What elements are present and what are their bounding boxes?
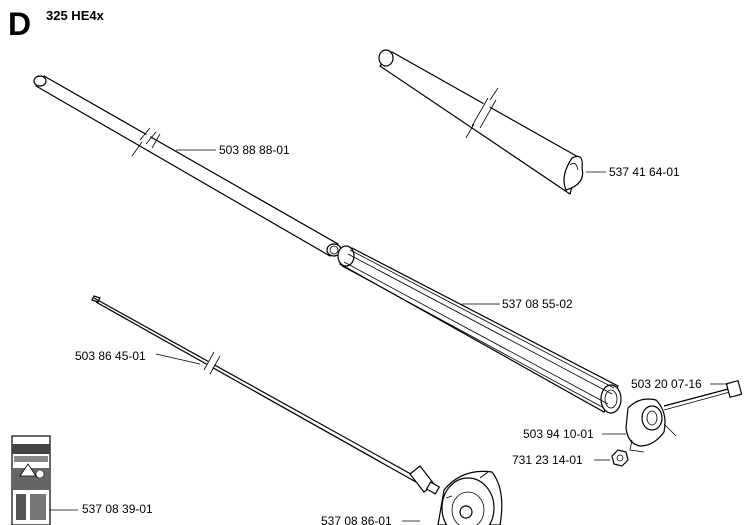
part-number-warning-decal[interactable]: 537 08 39-01 — [81, 502, 154, 516]
nut-drawing — [594, 449, 629, 467]
warning-decal-drawing — [11, 435, 78, 525]
part-number-screw[interactable]: 503 20 07-16 — [630, 377, 703, 391]
part-number-clamp[interactable]: 503 94 10-01 — [522, 427, 595, 441]
clamp-drawing — [602, 398, 677, 453]
part-number-gear-housing[interactable]: 537 08 86-01 — [320, 514, 393, 525]
grip-sleeve-drawing — [337, 245, 622, 414]
part-number-tube-upper-left[interactable]: 503 88 88-01 — [218, 143, 291, 157]
tube-upper-left-drawing — [33, 75, 342, 257]
part-number-tube-upper-right[interactable]: 537 41 64-01 — [608, 165, 681, 179]
drive-shaft-drawing — [91, 295, 441, 495]
model-title: 325 HE4x — [46, 8, 104, 23]
gear-housing-drawing — [402, 470, 503, 525]
part-number-grip-sleeve[interactable]: 537 08 55-02 — [501, 297, 574, 311]
tube-upper-right-drawing — [378, 49, 606, 195]
part-number-drive-shaft[interactable]: 503 86 45-01 — [74, 349, 147, 363]
section-letter: D — [8, 6, 32, 42]
part-number-nut[interactable]: 731 23 14-01 — [511, 453, 584, 467]
screw-drawing — [663, 379, 743, 411]
